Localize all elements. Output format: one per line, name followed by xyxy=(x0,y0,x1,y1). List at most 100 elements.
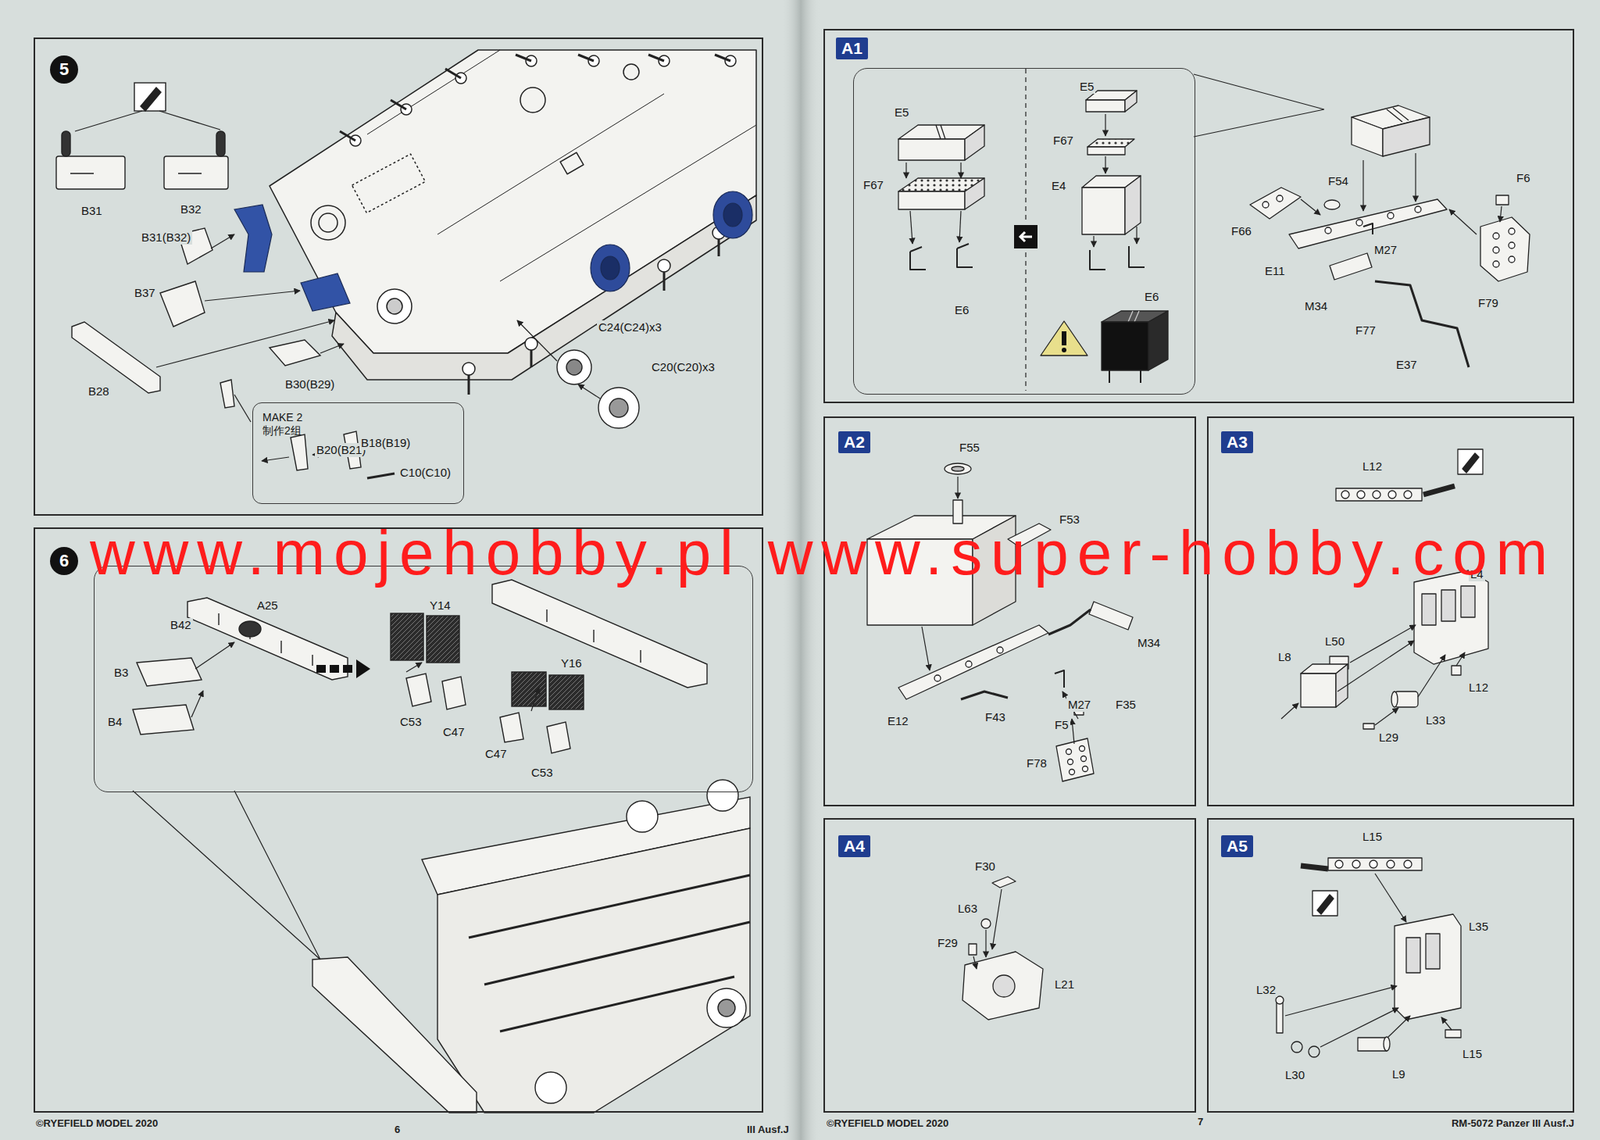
part-number: F6 xyxy=(1514,171,1533,186)
part-drawing xyxy=(1457,449,1483,475)
part-drawing xyxy=(1441,589,1456,622)
leader-line xyxy=(517,320,558,361)
part-drawing xyxy=(1462,453,1479,473)
part-number: B20(B21) xyxy=(314,442,368,458)
part-drawing xyxy=(1061,331,1067,346)
part-drawing xyxy=(500,712,524,743)
part-drawing xyxy=(1276,195,1283,202)
part-drawing xyxy=(1388,490,1397,499)
part-drawing xyxy=(1357,1037,1387,1051)
step-panel: A4 xyxy=(823,817,1197,1113)
part-drawing xyxy=(1087,139,1135,147)
step-panel: A2 xyxy=(823,416,1197,807)
part-drawing xyxy=(1369,860,1378,868)
part-drawing xyxy=(1492,246,1500,254)
part-drawing xyxy=(1067,759,1074,765)
part-number: B18(B19) xyxy=(359,435,412,450)
part-drawing xyxy=(1329,253,1372,280)
part-drawing xyxy=(1148,310,1168,371)
part-drawing xyxy=(56,156,125,190)
part-drawing xyxy=(1324,200,1340,210)
part-drawing xyxy=(1275,996,1284,1004)
part-drawing xyxy=(962,951,1043,1020)
leader-line xyxy=(985,929,986,958)
leader-line xyxy=(210,234,235,249)
step-number: A5 xyxy=(1221,835,1254,858)
leader-line xyxy=(921,626,930,671)
part-drawing xyxy=(1056,738,1094,782)
part-drawing xyxy=(1403,860,1412,868)
step-panel: 6B42A25B3B4Y14C53C47Y16C47C53 xyxy=(33,527,764,1113)
part-drawing xyxy=(1445,1029,1461,1038)
part-drawing xyxy=(626,800,658,833)
part-drawing xyxy=(898,139,965,161)
part-number: A25 xyxy=(255,598,280,613)
part-drawing xyxy=(867,463,1133,782)
leader-line xyxy=(156,320,335,368)
hull-illustration xyxy=(657,259,671,272)
part-drawing xyxy=(1250,187,1301,219)
part-drawing xyxy=(132,704,194,735)
part-number: L32 xyxy=(1254,982,1278,997)
leader-line xyxy=(1104,114,1106,136)
part-drawing xyxy=(934,675,941,682)
leader-line xyxy=(1387,1015,1411,1038)
part-number: M27 xyxy=(1066,697,1093,712)
hull-illustration xyxy=(352,153,426,213)
part-number: F78 xyxy=(1025,756,1049,771)
part-drawing xyxy=(1082,766,1089,772)
page-number: 7 xyxy=(1197,1115,1204,1129)
part-drawing xyxy=(1335,860,1343,868)
part-drawing xyxy=(1300,865,1329,869)
part-drawing xyxy=(390,613,424,661)
part-drawing xyxy=(343,431,361,469)
part-drawing xyxy=(218,613,313,666)
part-drawing xyxy=(1079,746,1086,752)
part-drawing xyxy=(132,579,750,1113)
part-drawing xyxy=(426,615,460,663)
step-panel: 5MAKE 2 制作2组B20(B21)B18(B19)C10(C10) xyxy=(33,37,764,516)
quantity-note: MAKE 2 制作2组 xyxy=(262,410,308,438)
leader-line xyxy=(320,343,344,354)
part-drawing xyxy=(1421,593,1436,625)
part-number: L33 xyxy=(1424,713,1447,728)
part-drawing xyxy=(290,434,308,471)
part-number: F30 xyxy=(973,859,997,874)
part-number: B3 xyxy=(112,665,130,680)
hull-illustration xyxy=(332,195,757,380)
callout-box: E5F67E6E5F67E4E6 xyxy=(853,67,1196,395)
leader-line xyxy=(921,476,1079,744)
part-drawing xyxy=(71,321,161,393)
leader-line xyxy=(1456,652,1465,666)
direction-arrow xyxy=(316,664,326,673)
kit-title: RM-5072 Panzer III Ausf.J xyxy=(1451,1117,1575,1130)
part-drawing xyxy=(898,625,1049,700)
hull-illustration xyxy=(367,50,757,282)
part-drawing xyxy=(1394,914,1461,1020)
part-drawing xyxy=(1085,100,1125,112)
part-number: L35 xyxy=(1467,919,1490,934)
hull-illustration xyxy=(386,298,403,315)
highlighted-part xyxy=(723,203,743,227)
part-drawing xyxy=(1300,449,1489,729)
part-number: L50 xyxy=(1323,634,1347,649)
part-drawing xyxy=(867,539,973,625)
part-number: E37 xyxy=(1394,357,1419,372)
part-number: B4 xyxy=(106,714,124,729)
part-number: C10(C10) xyxy=(398,465,453,480)
part-drawing xyxy=(437,828,750,1113)
part-number: L15 xyxy=(1360,829,1384,844)
part-drawing xyxy=(1387,212,1394,219)
leader-line xyxy=(992,889,1002,950)
leader-line xyxy=(406,662,422,672)
part-drawing xyxy=(1082,187,1125,235)
part-number: F5 xyxy=(1053,717,1071,733)
hull-illustration xyxy=(318,213,338,233)
part-drawing xyxy=(1423,485,1455,495)
part-drawing xyxy=(968,943,977,955)
step-number: A3 xyxy=(1221,431,1254,454)
step-panel: A5 xyxy=(1207,817,1575,1113)
part-drawing xyxy=(511,671,547,707)
leader-line xyxy=(1104,156,1106,174)
